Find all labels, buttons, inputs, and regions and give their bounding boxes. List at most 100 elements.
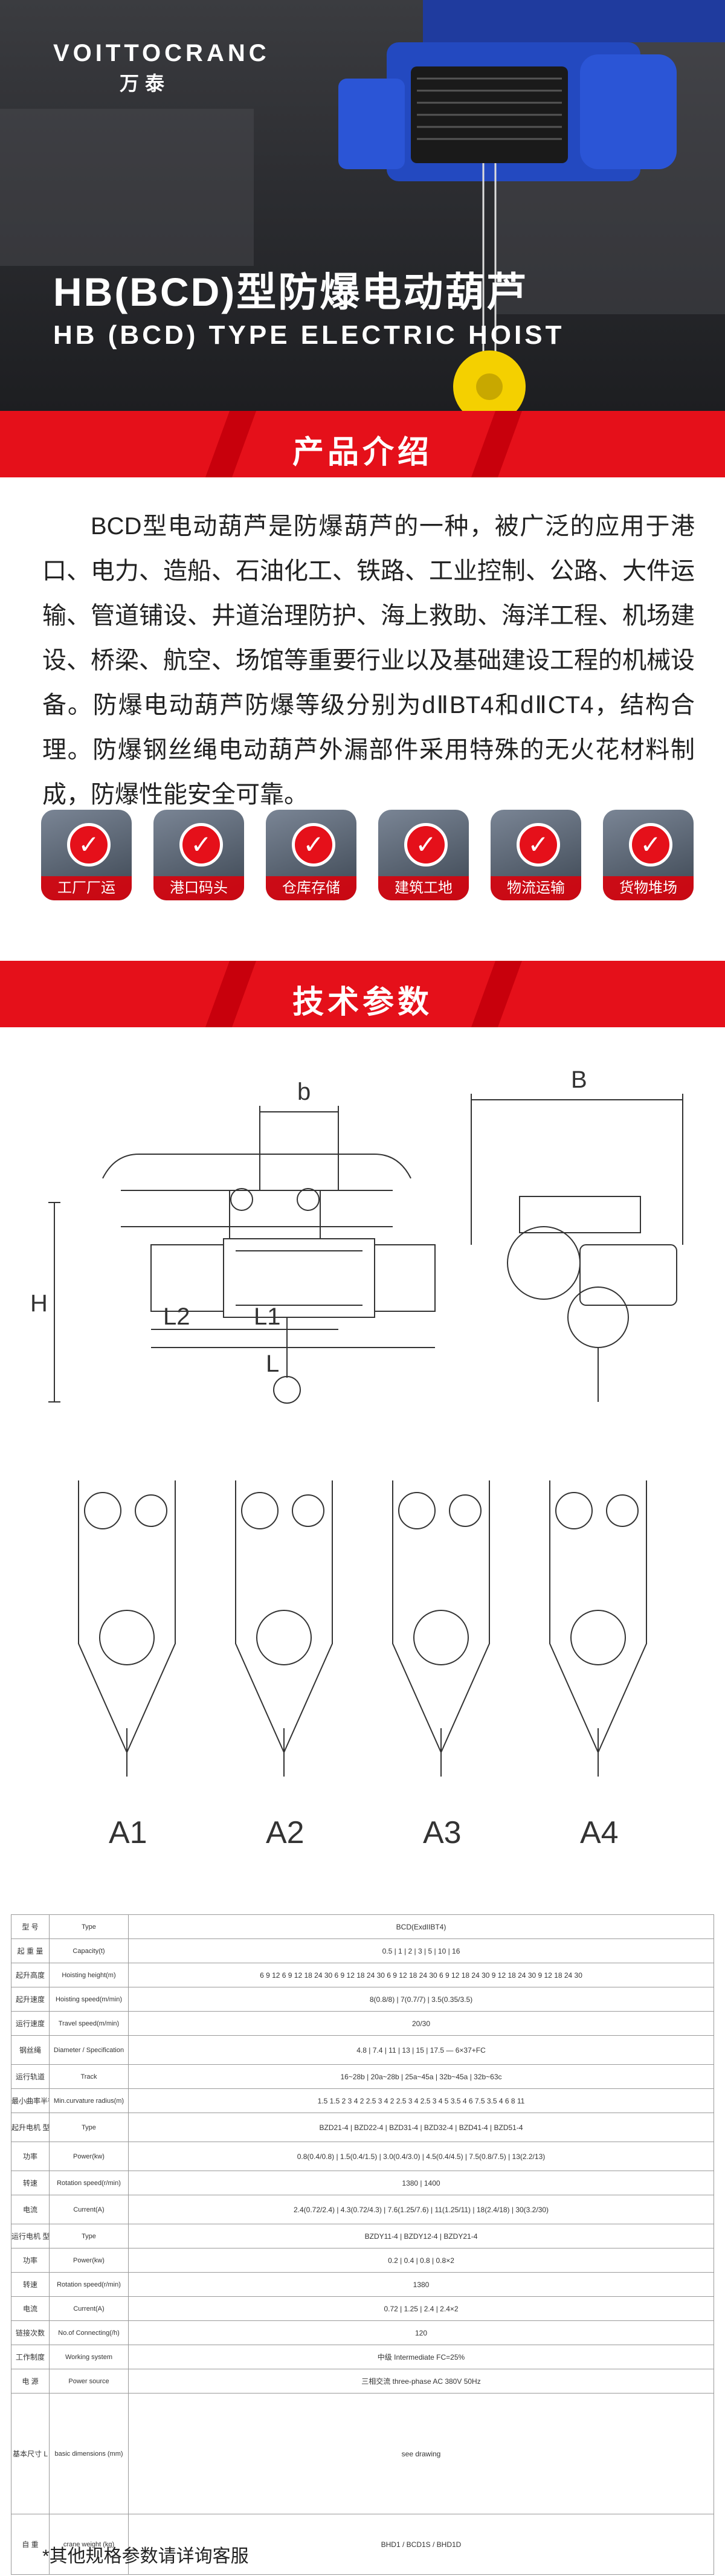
table-cell-name: 起 重 量	[11, 1938, 50, 1963]
table-cell-value: 8(0.8/8) | 7(0.7/7) | 3.5(0.35/3.5)	[128, 1987, 714, 2012]
category-yard: ✓ 货物堆场	[603, 810, 694, 900]
table-cell-value: 0.5 | 1 | 2 | 3 | 5 | 10 | 16	[128, 1938, 714, 1963]
table-cell-name: 起升速度	[11, 1987, 50, 2012]
table-cell-value: 三相交流 three-phase AC 380V 50Hz	[128, 2369, 714, 2394]
table-cell-name: 电流	[11, 2296, 50, 2321]
table-cell-name: 起升电机 型号	[11, 2113, 50, 2142]
table-cell-value: 6 9 12 6 9 12 18 24 30 6 9 12 18 24 30 6…	[128, 1963, 714, 1987]
hoist-illustration	[338, 0, 725, 411]
category-factory: ✓ 工厂厂运	[41, 810, 132, 900]
check-icon: ✓	[404, 823, 448, 867]
table-cell-name: 型 号	[11, 1914, 50, 1939]
table-cell-name: 电 源	[11, 2369, 50, 2394]
dim-label-H: H	[30, 1290, 48, 1317]
table-cell-name: 转速	[11, 2272, 50, 2297]
category-warehouse: ✓ 仓库存储	[266, 810, 356, 900]
footnote: *其他规格参数请详询客服	[42, 2546, 249, 2566]
category-label: 物流运输	[491, 876, 581, 900]
application-categories: ✓ 工厂厂运 ✓ 港口码头 ✓ 仓库存储 ✓ 建筑工地 ✓ 物流运输 ✓ 货物堆…	[41, 810, 694, 900]
category-construction: ✓ 建筑工地	[378, 810, 469, 900]
table-cell-label: Track	[49, 2064, 129, 2089]
technical-drawing: b B H L2 L1 L A1 A2 A3 A4	[30, 1067, 683, 1850]
category-label: 货物堆场	[603, 876, 694, 900]
table-cell-label: Hoisting height(m)	[49, 1963, 129, 1987]
table-cell-name: 链接次数	[11, 2320, 50, 2345]
table-cell-value: 4.8 | 7.4 | 11 | 13 | 15 | 17.5 — 6×37+F…	[128, 2035, 714, 2065]
view-label-A2: A2	[266, 1815, 304, 1850]
intro-text: BCD型电动葫芦是防爆葫芦的一种，被广泛的应用于港口、电力、造船、石油化工、铁路…	[42, 504, 695, 817]
table-cell-value: 16~28b | 20a~28b | 25a~45a | 32b~45a | 3…	[128, 2064, 714, 2089]
table-cell-name: 钢丝绳	[11, 2035, 50, 2065]
table-cell-name: 运行速度	[11, 2011, 50, 2036]
table-row: 运行电机 型号TypeBZDY11-4 | BZDY12-4 | BZDY21-…	[11, 2224, 714, 2248]
table-cell-name: 电流	[11, 2195, 50, 2224]
table-cell-value: 1380 | 1400	[128, 2171, 714, 2195]
check-icon: ✓	[67, 823, 111, 867]
table-cell-label: Travel speed(m/min)	[49, 2011, 129, 2036]
table-cell-label: Type	[49, 2224, 129, 2248]
section-intro-header: 产品介绍	[0, 411, 725, 477]
table-cell-name: 功率	[11, 2142, 50, 2171]
table-cell-label: Power source	[49, 2369, 129, 2394]
table-cell-label: Power(kw)	[49, 2142, 129, 2171]
table-cell-value: BZDY11-4 | BZDY12-4 | BZDY21-4	[128, 2224, 714, 2248]
table-cell-label: Min.curvature radius(m)	[49, 2088, 129, 2113]
hero-title: HB(BCD)型防爆电动葫芦	[53, 270, 529, 314]
table-cell-label: crane weight (kg)	[49, 2514, 129, 2575]
table-cell-label: Diameter / Specification	[49, 2035, 129, 2065]
table-cell-label: Current(A)	[49, 2195, 129, 2224]
table-cell-value: see drawing	[128, 2393, 714, 2514]
table-cell-label: Type	[49, 2113, 129, 2142]
brand-name: VOITTOCRANC	[53, 40, 270, 66]
dim-label-B: B	[571, 1067, 587, 1093]
table-cell-name: 转速	[11, 2171, 50, 2195]
check-icon: ✓	[517, 823, 560, 867]
category-label: 港口码头	[153, 876, 244, 900]
table-cell-value: 1380	[128, 2272, 714, 2297]
table-cell-label: Hoisting speed(m/min)	[49, 1987, 129, 2012]
table-cell-label: Rotation speed(r/min)	[49, 2171, 129, 2195]
hero-subtitle: HB (BCD) TYPE ELECTRIC HOIST	[53, 320, 565, 350]
table-cell-label: Rotation speed(r/min)	[49, 2272, 129, 2297]
section-params-header: 技术参数	[0, 961, 725, 1027]
table-cell-name: 最小曲率半径	[11, 2088, 50, 2113]
category-label: 仓库存储	[266, 876, 356, 900]
intro-paragraph: BCD型电动葫芦是防爆葫芦的一种，被广泛的应用于港口、电力、造船、石油化工、铁路…	[42, 513, 695, 808]
table-cell-name: 运行电机 型号	[11, 2224, 50, 2248]
check-icon: ✓	[629, 823, 672, 867]
table-cell-value: 0.8(0.4/0.8) | 1.5(0.4/1.5) | 3.0(0.4/3.…	[128, 2142, 714, 2171]
table-cell-value: 0.72 | 1.25 | 2.4 | 2.4×2	[128, 2296, 714, 2321]
view-label-A1: A1	[109, 1815, 147, 1850]
table-cell-value: BCD(ExdIIBT4)	[128, 1914, 714, 1939]
table-cell-label: Current(A)	[49, 2296, 129, 2321]
section-params-title: 技术参数	[292, 985, 433, 1020]
table-cell-value: 0.2 | 0.4 | 0.8 | 0.8×2	[128, 2248, 714, 2273]
view-label-A4: A4	[580, 1815, 619, 1850]
brand-name-cn: 万泰	[120, 73, 171, 94]
category-label: 建筑工地	[378, 876, 469, 900]
table-cell-label: Power(kw)	[49, 2248, 129, 2273]
table-cell-label: No.of Connecting(/h)	[49, 2320, 129, 2345]
dim-label-b: b	[297, 1079, 311, 1105]
table-cell-value: 1.5 1.5 2 3 4 2 2.5 3 4 2 2.5 3 4 2.5 3 …	[128, 2088, 714, 2113]
table-cell-value: 中级 Intermediate FC=25%	[128, 2345, 714, 2369]
check-icon: ✓	[292, 823, 335, 867]
view-label-A3: A3	[423, 1815, 462, 1850]
table-cell-label: Capacity(t)	[49, 1938, 129, 1963]
